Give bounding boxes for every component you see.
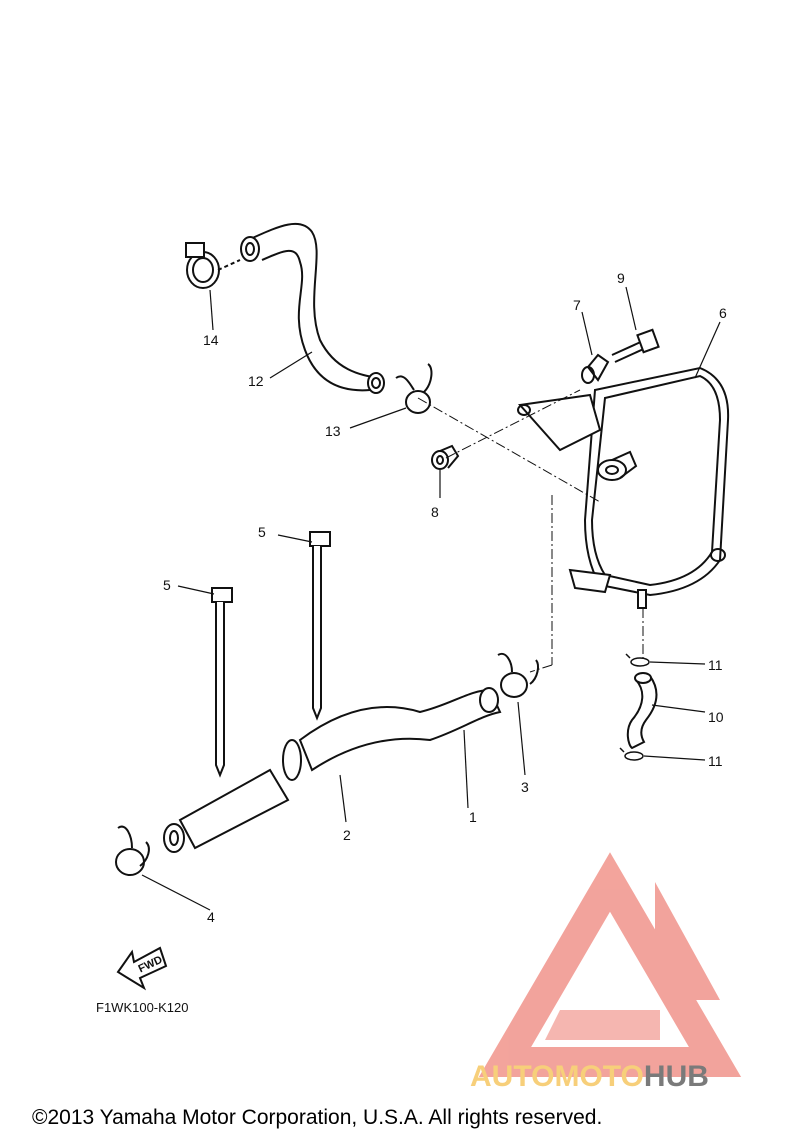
- callout-10: 10: [708, 709, 724, 725]
- cable-tie-5b: [309, 531, 331, 721]
- copyright-text: ©2013 Yamaha Motor Corporation, U.S.A. A…: [32, 1106, 602, 1129]
- callout-2: 2: [343, 827, 351, 843]
- clamp-11b: [619, 747, 644, 761]
- brand-part2: HUB: [644, 1060, 709, 1093]
- callout-6: 6: [719, 305, 727, 321]
- hose-12: [240, 222, 385, 394]
- arrow-icon: [116, 946, 168, 991]
- callout-7: 7: [573, 297, 581, 313]
- svg-text:AUTOMOTOHUB: AUTOMOTOHUB: [470, 1060, 709, 1093]
- leader-lines: [141, 286, 721, 911]
- callout-9: 9: [617, 270, 625, 286]
- callout-4: 4: [207, 909, 215, 925]
- collar-7: [581, 353, 610, 384]
- watermark-logo: [478, 852, 742, 1077]
- fwd-arrow: FWD: [116, 946, 168, 991]
- hose-1: [298, 687, 502, 772]
- clip-3: [497, 652, 539, 698]
- callout-13: 13: [325, 423, 341, 439]
- bolt-9: [611, 328, 660, 363]
- callout-3: 3: [521, 779, 529, 795]
- cable-tie-5a: [211, 587, 233, 778]
- callout-1: 1: [469, 809, 477, 825]
- assembly-lines: [417, 389, 644, 673]
- brand-part1: AUTOMOTO: [470, 1060, 644, 1093]
- clamp-14: [185, 242, 241, 289]
- clip-13: [395, 363, 433, 414]
- callout-12: 12: [248, 373, 264, 389]
- hose-2: [163, 739, 302, 853]
- clamp-11a: [625, 653, 650, 667]
- watermark-brand: AUTOMOTOHUB: [470, 1060, 709, 1093]
- hose-10: [626, 672, 658, 750]
- callout-5a: 5: [258, 524, 266, 540]
- silencer-6: [517, 366, 730, 609]
- callout-5b: 5: [163, 577, 171, 593]
- grommet-8: [431, 444, 460, 470]
- callout-11b: 11: [708, 753, 723, 769]
- clip-4: [115, 825, 150, 876]
- callout-8: 8: [431, 504, 439, 520]
- callout-11a: 11: [708, 657, 723, 673]
- callout-labels: 1 2 3 4 5 5 6 7 8 9 10 11 11 12 13 14: [163, 270, 727, 925]
- callout-14: 14: [203, 332, 219, 348]
- diagram-code: F1WK100-K120: [96, 1000, 189, 1015]
